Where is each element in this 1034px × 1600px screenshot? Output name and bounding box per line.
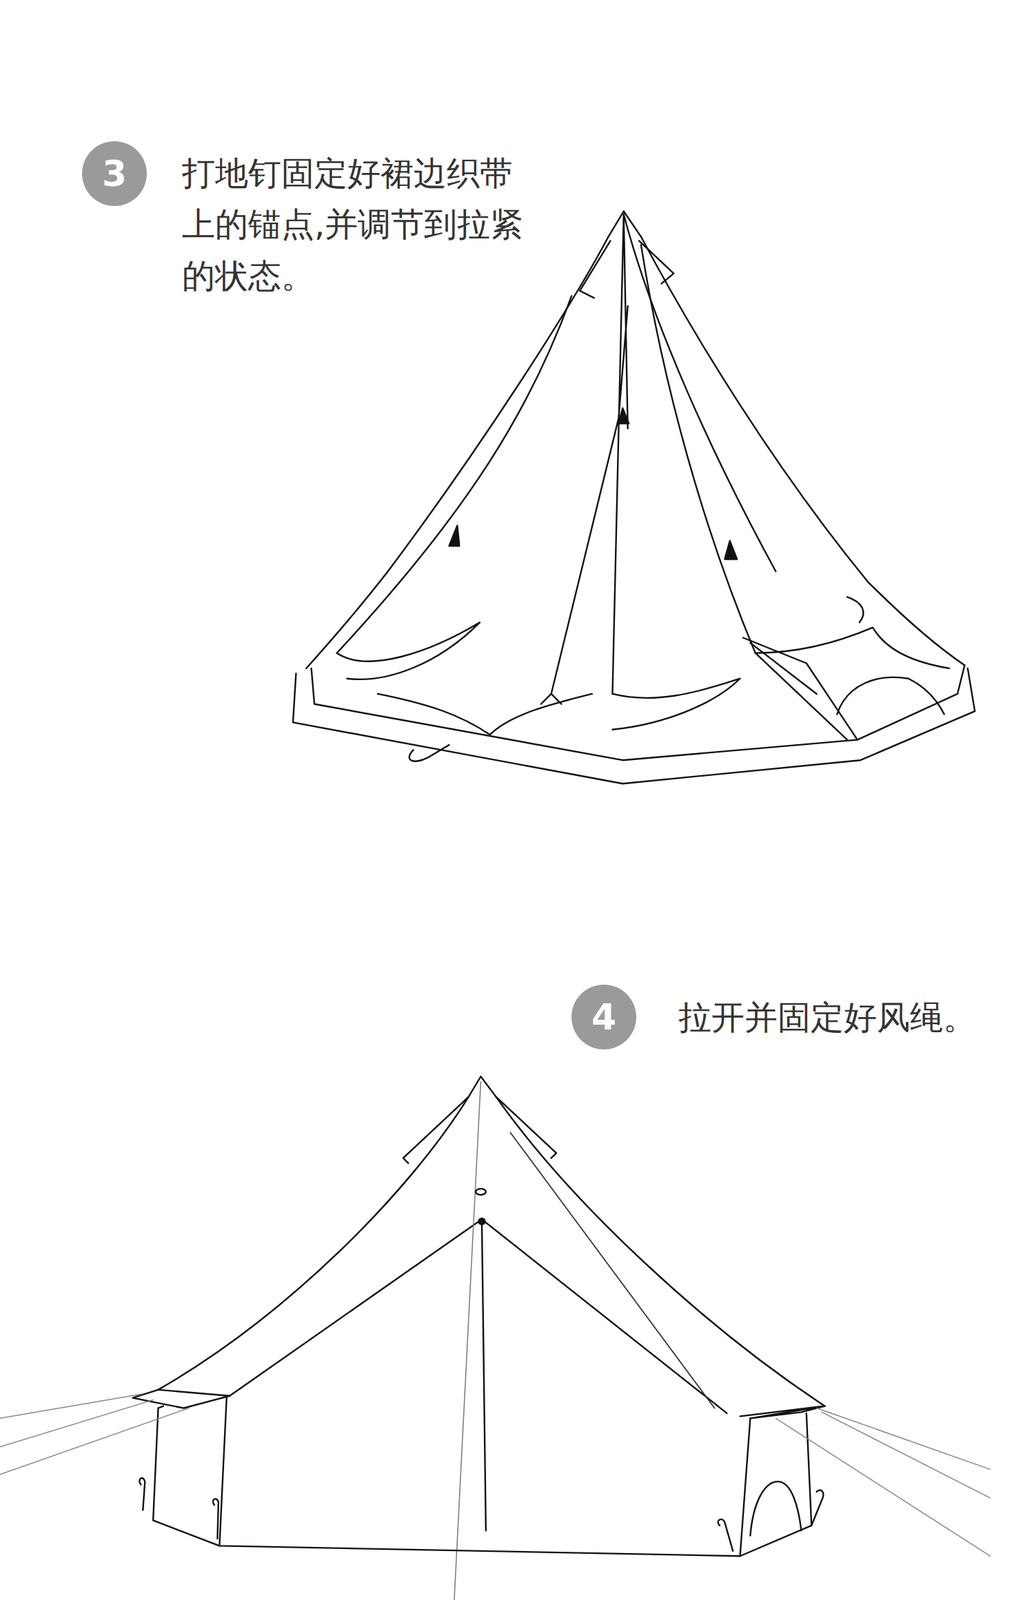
step-instruction: 拉开并固定好风绳。 xyxy=(678,991,1034,1043)
step-number-circle: 3 xyxy=(82,141,147,207)
step-number-circle: 4 xyxy=(571,985,637,1050)
cone-tent xyxy=(292,211,975,785)
step-instruction: 打地钉固定好裙边织带上的锚点,并调节到拉紧的状态。 xyxy=(181,147,530,302)
bell-tent xyxy=(0,1076,990,1600)
step-number: 3 xyxy=(102,155,127,192)
step-number: 4 xyxy=(591,999,617,1036)
